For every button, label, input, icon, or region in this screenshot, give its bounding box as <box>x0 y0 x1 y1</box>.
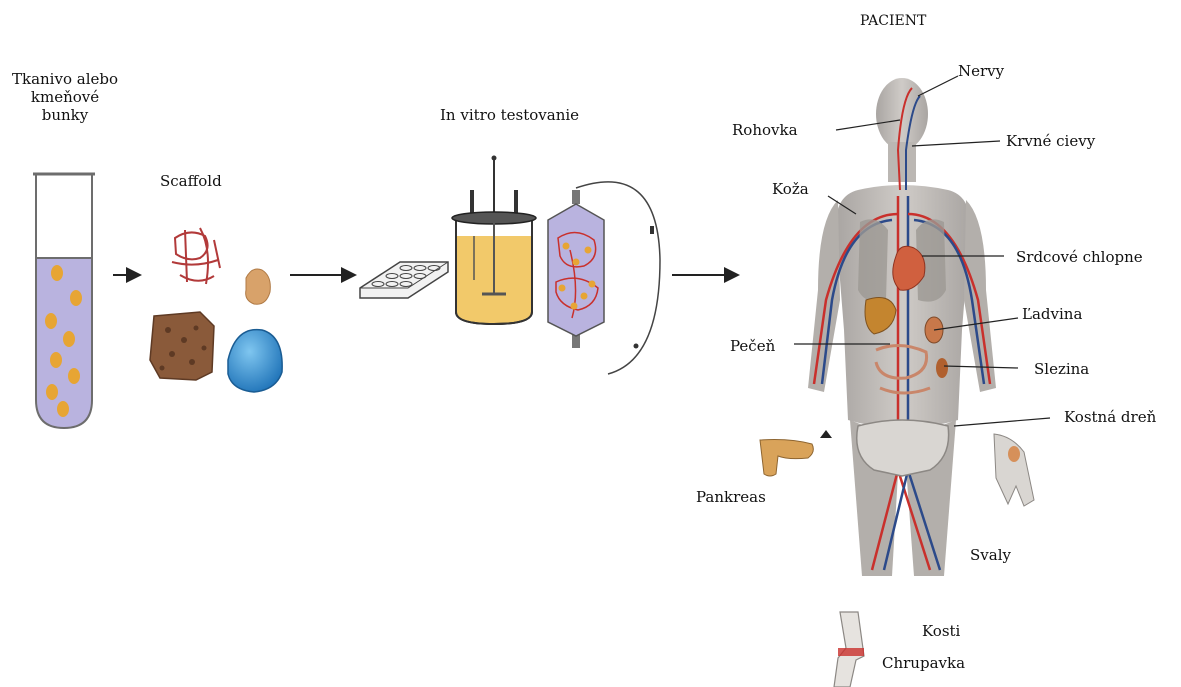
label-pankreas: Pankreas <box>696 488 766 506</box>
perfusion-bioreactor <box>548 182 660 374</box>
leader-krvne-cievy <box>912 141 1000 146</box>
label-slezina: Slezina <box>1034 360 1089 378</box>
label-source-line3: bunky <box>6 106 124 124</box>
label-pecen: Pečeň <box>730 337 775 355</box>
leader-nervy <box>918 76 958 96</box>
scaffold-mesh <box>172 228 220 284</box>
scaffold-porous-block <box>150 312 214 380</box>
pancreas-organ <box>760 430 832 476</box>
label-patient: PACIENT <box>860 12 926 30</box>
scaffold-hydrogel <box>228 330 282 392</box>
well-plate <box>360 262 448 298</box>
label-scaffold: Scaffold <box>160 172 222 190</box>
label-source-line2: kmeňové <box>6 88 124 106</box>
label-kostna-dren: Kostná dreň <box>1064 408 1156 426</box>
knee-joint <box>834 612 864 687</box>
patient-body <box>808 78 1034 576</box>
leader-kostna-dren <box>954 418 1050 426</box>
label-srdcove-chlopne: Srdcové chlopne <box>1016 248 1143 266</box>
label-koza: Koža <box>772 180 809 198</box>
label-chrupavka: Chrupavka <box>882 654 965 672</box>
label-nervy: Nervy <box>958 62 1004 80</box>
label-source-line1: Tkanivo alebo <box>6 70 124 88</box>
label-ladvina: Ľadvina <box>1022 305 1082 323</box>
label-svaly: Svaly <box>970 546 1011 564</box>
label-kosti: Kosti <box>922 622 960 640</box>
scaffold-sponge <box>246 269 271 304</box>
bioreactor <box>452 156 536 325</box>
test-tube <box>33 174 95 428</box>
label-in-vitro: In vitro testovanie <box>440 106 579 124</box>
label-source: Tkanivo alebo kmeňové bunky <box>6 70 124 124</box>
label-krvne-cievy: Krvné cievy <box>1006 132 1095 150</box>
label-rohovka: Rohovka <box>732 121 798 139</box>
